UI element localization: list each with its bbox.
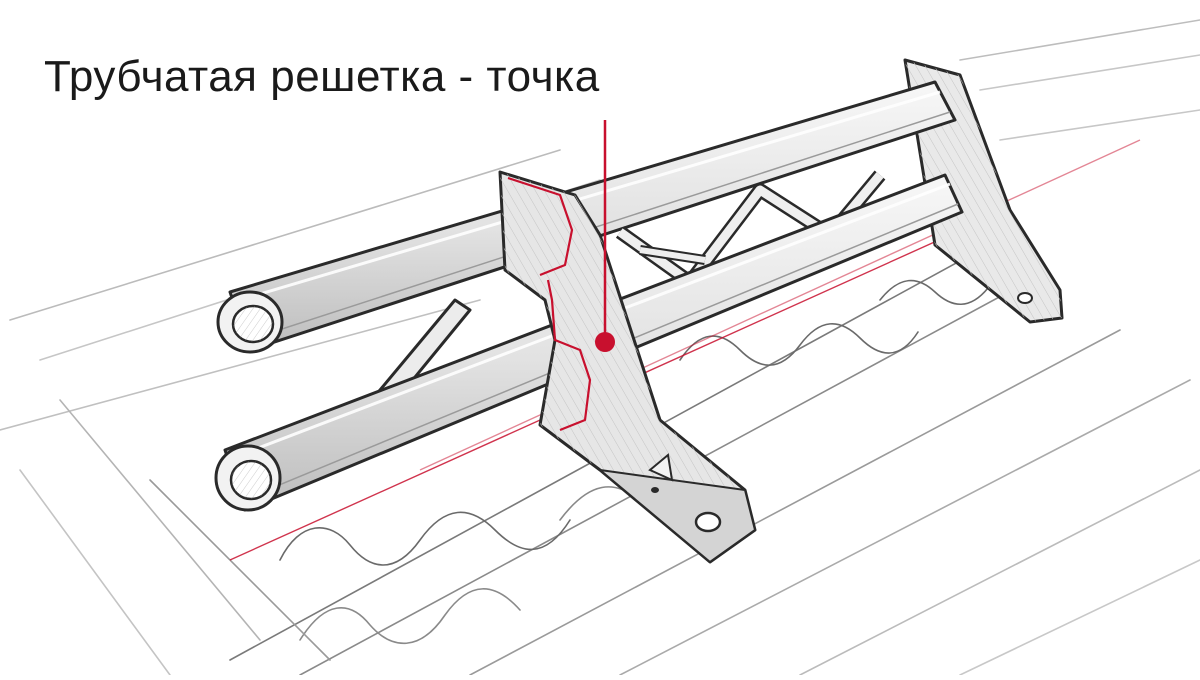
upper-tube	[216, 80, 957, 354]
rear-bracket	[903, 58, 1064, 324]
tube-seat-highlight	[507, 176, 592, 432]
callout-dot	[595, 332, 615, 352]
callout-pointer	[595, 120, 615, 352]
callout-label: Трубчатая решетка - точка	[44, 52, 600, 101]
front-bracket	[498, 170, 757, 564]
